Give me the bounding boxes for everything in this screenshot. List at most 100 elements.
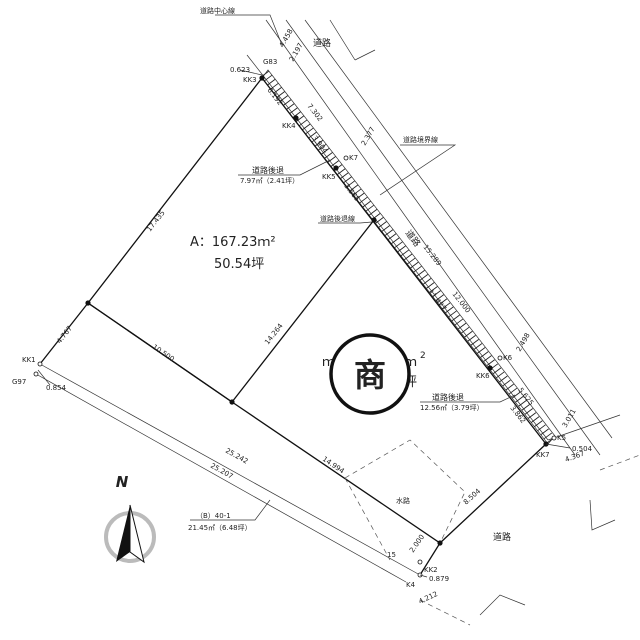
dim-10500: 10.500	[151, 343, 176, 363]
road-right-dash	[599, 454, 640, 471]
callout-setback-top: 道路後退	[252, 165, 284, 175]
svg-text:N: N	[116, 473, 129, 491]
setback-hatch-line	[534, 420, 543, 428]
dim-8504: 8.504	[462, 487, 483, 507]
setback-hatch-line	[518, 400, 527, 407]
dim-12000: 12.000	[450, 290, 471, 314]
setback-hatch-line	[394, 241, 403, 249]
dim-25242: 25.242	[224, 447, 249, 466]
parcel-b-line-2	[35, 373, 407, 583]
callout-b-parcel: （B）40-1	[196, 512, 231, 520]
dim-3011: 3.011	[561, 408, 578, 429]
setback-hatch-line	[311, 135, 321, 143]
setback-hatch-line	[305, 127, 314, 135]
setback-hatch-line	[435, 294, 445, 302]
road-edge-line-1	[285, 19, 601, 456]
setback-hatch-line	[438, 298, 448, 306]
setback-hatch-line	[473, 343, 483, 350]
setback-hatch-line	[527, 412, 537, 419]
road-label-top: 道路	[313, 37, 331, 49]
setback-hatch-line	[530, 416, 540, 424]
setback-hatch-line	[295, 115, 305, 123]
dim-15289: 15.289	[421, 243, 442, 267]
setback-hatch-line	[537, 424, 546, 432]
lot-divider	[87, 302, 233, 403]
setback-hatch-line	[282, 99, 292, 106]
setback-hatch-line	[365, 204, 375, 212]
road-edge-line-2	[304, 19, 613, 439]
point-kk5	[333, 165, 339, 171]
callout-setback-line: 道路後退線	[320, 214, 355, 223]
setback-hatch-line	[432, 290, 441, 297]
north-arrow-icon: N	[104, 473, 156, 564]
setback-hatch-line	[419, 273, 429, 281]
setback-hatch-line	[378, 221, 387, 228]
leader-boundary-line	[379, 144, 457, 196]
setback-hatch-line	[267, 78, 276, 86]
callout-boundary-line: 道路境界線	[403, 135, 438, 144]
dim-2000: 2.000	[408, 533, 426, 554]
leader-0879	[419, 574, 428, 578]
dim-6192: 6.192	[265, 86, 284, 107]
setback-hatch-line	[499, 375, 508, 383]
setback-hatch-line	[521, 404, 530, 411]
setback-hatch-line	[476, 347, 486, 354]
callout-center-line: 道路中心線	[200, 6, 235, 15]
leader-setback-right	[420, 394, 516, 403]
setback-diagonal	[231, 219, 375, 403]
label-g97: G97	[12, 378, 26, 386]
parcel-b-line-1	[39, 363, 421, 576]
leader-0854	[37, 369, 51, 386]
lot-a-area: A：167.23ｍ²	[190, 235, 276, 250]
setback-hatch-line	[483, 355, 492, 363]
dim-2498: 2.498	[515, 332, 532, 353]
setback-hatch-line	[429, 286, 438, 293]
setback-hatch-line	[375, 217, 384, 224]
setback-hatch-line	[302, 123, 311, 131]
dim-2377: 2.377	[360, 126, 377, 147]
dim-5625: 5.625	[516, 386, 535, 407]
setback-hatch-line	[502, 379, 511, 387]
leader-0504	[545, 443, 571, 449]
setback-hatch-line	[400, 249, 410, 257]
label-kk3: KK3	[243, 76, 257, 84]
dim-4458: 4.458	[278, 28, 295, 49]
setback-hatch-line	[381, 225, 391, 232]
label-kk2: KK2	[424, 566, 438, 574]
point-kk6	[487, 365, 493, 371]
callout-setback-top-area: 7.97㎡（2.41坪）	[240, 177, 299, 185]
dim-4767: 4.767	[55, 325, 74, 346]
setback-hatch-line	[324, 151, 333, 159]
setback-hatch-line	[359, 196, 368, 204]
setback-hatch-line	[356, 192, 365, 200]
point-kk2	[417, 559, 423, 565]
point-kk3	[259, 75, 265, 81]
setback-hatch-line	[368, 208, 378, 216]
dim-3862: 3.862	[508, 404, 527, 425]
setback-hatch-line	[387, 233, 397, 241]
dim-15: 15	[387, 551, 396, 559]
point-south	[437, 540, 443, 546]
dim-0854: 0.854	[46, 384, 67, 392]
setback-hatch-line	[279, 95, 289, 102]
setback-hatch-line	[543, 432, 553, 440]
setback-hatch-line	[276, 90, 286, 98]
setback-hatch-line	[362, 200, 371, 208]
point-kk1	[37, 361, 43, 367]
stamp-seal: 商	[329, 333, 411, 415]
point-kk4	[293, 115, 299, 121]
setback-hatch-line	[540, 428, 549, 436]
label-k5: K5	[557, 434, 566, 442]
setback-hatch-line	[441, 302, 451, 310]
setback-hatch-line	[273, 86, 282, 94]
setback-hatch-line	[464, 330, 473, 338]
setback-hatch-line	[308, 131, 317, 139]
setback-hatch-line	[445, 306, 454, 314]
parcel-b-upper-edge	[39, 302, 89, 365]
leader-0623	[239, 69, 263, 76]
dim-0623: 0.623	[230, 66, 250, 74]
point-west	[85, 300, 91, 306]
setback-hatch-line	[391, 237, 400, 245]
setback-hatch-line	[298, 119, 308, 127]
road-label-bottom: 道路	[493, 531, 511, 543]
